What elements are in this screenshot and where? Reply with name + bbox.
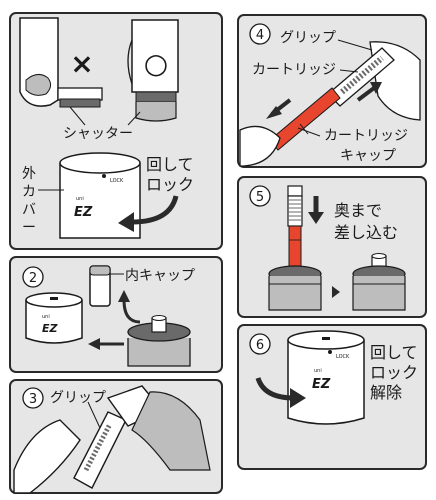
brand-big: EZ xyxy=(74,205,93,220)
cartridge-cap-leader xyxy=(297,127,321,137)
grip-spring xyxy=(83,422,113,472)
step-number-circle xyxy=(249,23,271,45)
right-cap-bottom xyxy=(135,102,177,122)
rotate-arrow xyxy=(131,195,179,225)
marker-body xyxy=(127,338,191,367)
wrong-symbol: × xyxy=(70,47,93,80)
outer-cover-top xyxy=(59,152,141,174)
cartridge-cap-label-2: キャップ xyxy=(340,148,396,164)
step-number: 2 xyxy=(29,271,37,286)
inner-cap-top xyxy=(89,265,111,276)
grip-label: グリップ xyxy=(280,30,336,46)
transition-arrow xyxy=(332,286,340,298)
brand-big: EZ xyxy=(312,377,331,392)
marker-body xyxy=(268,276,322,311)
step-number: 5 xyxy=(256,190,264,205)
pull-arrow-left-head xyxy=(266,106,282,119)
marker-neck-top xyxy=(151,315,167,321)
insert-label-2: 差し込む xyxy=(334,223,398,242)
panel-6: 6 LOCK uni EZ 回して ロック 解除 xyxy=(237,324,427,470)
pull-arrow-right xyxy=(356,86,376,102)
outer-cover-body xyxy=(287,340,365,425)
step-number: 6 xyxy=(256,338,264,353)
insert-label-1: 奥まで xyxy=(334,201,382,220)
shutter-leader-right xyxy=(127,111,141,126)
right-hand-illustration xyxy=(131,391,211,471)
panel-3: 3 グリップ xyxy=(9,379,223,494)
grip-spring xyxy=(340,55,384,95)
rotate-arrow-head xyxy=(118,212,134,232)
turn-unlock-label-1: 回して xyxy=(370,343,418,362)
right-symbol: ○ xyxy=(144,47,168,80)
down-arrow-head xyxy=(308,212,324,224)
outer-cover-label-4: ー xyxy=(22,220,36,236)
cartridge-leader xyxy=(339,69,359,73)
step-number-circle xyxy=(249,333,271,355)
cartridge-label: カートリッジ xyxy=(252,62,336,78)
outer-cover-label-2: カ xyxy=(22,184,36,200)
wrong-shutter xyxy=(59,98,101,108)
cartridge-body xyxy=(288,225,302,273)
step-number-circle xyxy=(22,387,44,409)
panel-1: 1 × ○ シャッター 外 カ バ ー LOCK uni EZ 回して ロック xyxy=(9,12,223,250)
right-hand-thumb xyxy=(127,39,133,85)
turn-lock-label-2: ロック xyxy=(146,175,194,194)
shutter-leader-left xyxy=(69,106,86,126)
grip-label: グリップ xyxy=(50,390,106,406)
brand-small: uni xyxy=(76,196,84,202)
inner-cap-label: 内キャップ xyxy=(125,268,195,284)
outer-cover-body xyxy=(59,163,141,239)
lock-mark: LOCK xyxy=(336,354,350,360)
panel-5: 5 奥まで 差し込む xyxy=(237,176,427,318)
cartridge-spring-coils xyxy=(288,199,302,221)
grip-leader xyxy=(87,401,101,429)
outer-cover-label-1: 外 xyxy=(22,166,36,182)
step-number: 4 xyxy=(256,28,264,43)
removed-cover-body xyxy=(25,300,83,344)
brand-small: uni xyxy=(314,368,322,374)
right-cap-body xyxy=(135,91,177,103)
marker-body xyxy=(352,276,406,311)
cartridge-cap-label-1: カートリッジ xyxy=(324,128,408,144)
turn-unlock-label-3: 解除 xyxy=(370,383,402,402)
wrong-cap-body xyxy=(57,87,103,101)
lock-dot xyxy=(102,174,106,178)
rotate-arrow-head xyxy=(290,388,306,408)
cartridge-top xyxy=(287,185,303,197)
cartridge-stripe xyxy=(299,123,309,135)
outer-cover-mark xyxy=(322,337,330,340)
up-arrow xyxy=(122,299,141,324)
outer-cover-label-3: バ xyxy=(22,202,36,218)
turn-lock-label-1: 回して xyxy=(146,155,194,174)
rotate-arrow xyxy=(255,377,295,401)
removed-cover-mark xyxy=(50,297,58,300)
panel-2: 2 uni EZ 内キャップ xyxy=(9,256,223,373)
up-arrow-head xyxy=(118,290,130,302)
pull-arrow-right-head xyxy=(370,82,382,94)
brand-big: EZ xyxy=(42,322,59,335)
left-arrow-head xyxy=(88,338,100,350)
panel-4: 4 グリップ カートリッジ カートリッジ キャップ xyxy=(237,14,427,168)
wrong-hand-finger xyxy=(25,74,52,96)
lock-dot xyxy=(328,350,332,354)
step-number-circle xyxy=(249,185,271,207)
brand-small: uni xyxy=(42,314,50,320)
right-hand-illustration xyxy=(131,19,179,93)
neck-inserted-top xyxy=(371,253,387,259)
step-number: 3 xyxy=(29,392,37,407)
left-hand-illustration xyxy=(239,125,281,167)
step-number-circle xyxy=(22,266,44,288)
left-hand-illustration xyxy=(13,419,81,494)
lock-mark: LOCK xyxy=(110,178,124,184)
grip-leader xyxy=(337,39,373,51)
shutter-label: シャッター xyxy=(63,126,133,142)
turn-unlock-label-2: ロック xyxy=(370,363,418,382)
